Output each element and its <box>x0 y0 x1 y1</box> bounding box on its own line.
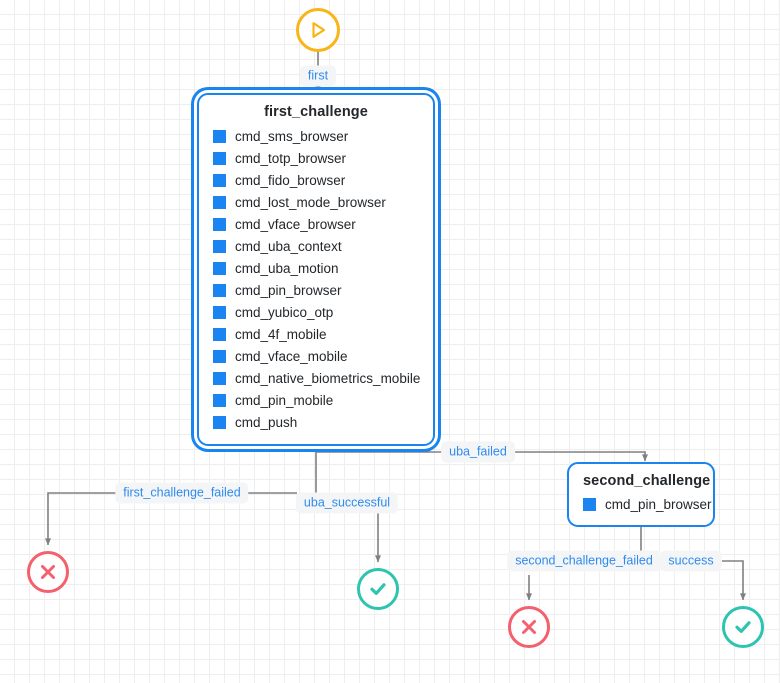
command-chip-icon <box>213 327 226 341</box>
command-item[interactable]: cmd_vface_browser <box>213 213 419 235</box>
command-chip-icon <box>213 129 226 143</box>
edge-success <box>722 560 746 601</box>
command-item[interactable]: cmd_lost_mode_browser <box>213 191 419 213</box>
node-first-challenge-command-list: cmd_sms_browser cmd_totp_browser cmd_fid… <box>213 125 421 433</box>
command-label: cmd_pin_browser <box>605 496 712 512</box>
command-label: cmd_vface_mobile <box>235 348 348 364</box>
command-item[interactable]: cmd_push <box>213 411 419 433</box>
command-label: cmd_fido_browser <box>235 172 346 188</box>
command-item[interactable]: cmd_4f_mobile <box>213 323 419 345</box>
command-label: cmd_uba_context <box>235 238 342 254</box>
start-node[interactable] <box>296 8 340 52</box>
command-item[interactable]: cmd_sms_browser <box>213 125 419 147</box>
command-item[interactable]: cmd_uba_context <box>213 235 419 257</box>
command-chip-icon <box>213 283 226 297</box>
node-first-challenge[interactable]: first_challenge cmd_sms_browser cmd_totp… <box>197 93 435 446</box>
play-icon <box>312 22 326 38</box>
command-item[interactable]: cmd_pin_browser <box>583 494 712 514</box>
node-second-challenge-title: second_challenge <box>583 473 711 489</box>
circle-x-icon <box>522 620 536 634</box>
command-chip-icon <box>213 415 226 429</box>
circle-x-icon <box>41 565 55 579</box>
circle-check-icon <box>735 621 751 633</box>
edge-label-first-challenge-failed[interactable]: first_challenge_failed <box>115 482 249 504</box>
command-chip-icon <box>213 261 226 275</box>
command-item[interactable]: cmd_native_biometrics_mobile <box>213 367 421 389</box>
command-item[interactable]: cmd_vface_mobile <box>213 345 419 367</box>
command-label: cmd_vface_browser <box>235 216 356 232</box>
command-label: cmd_push <box>235 414 298 430</box>
command-label: cmd_uba_motion <box>235 260 339 276</box>
command-chip-icon <box>213 217 226 231</box>
command-item[interactable]: cmd_pin_browser <box>213 279 419 301</box>
command-chip-icon <box>213 349 226 363</box>
command-chip-icon <box>213 371 226 385</box>
command-label: cmd_pin_mobile <box>235 392 334 408</box>
command-label: cmd_totp_browser <box>235 150 347 166</box>
end-node-success-right[interactable] <box>722 606 764 648</box>
end-node-fail-right[interactable] <box>508 606 550 648</box>
command-item[interactable]: cmd_yubico_otp <box>213 301 419 323</box>
edge-label-uba-failed[interactable]: uba_failed <box>441 441 515 463</box>
command-label: cmd_sms_browser <box>235 128 349 144</box>
command-label: cmd_4f_mobile <box>235 326 327 342</box>
command-label: cmd_native_biometrics_mobile <box>235 370 421 386</box>
command-chip-icon <box>213 195 226 209</box>
command-chip-icon <box>583 497 596 511</box>
circle-check-icon <box>370 583 386 595</box>
edge-label-first[interactable]: first <box>299 65 337 87</box>
command-item[interactable]: cmd_totp_browser <box>213 147 419 169</box>
node-second-challenge-command-list: cmd_pin_browser <box>583 494 712 514</box>
command-label: cmd_lost_mode_browser <box>235 194 386 210</box>
command-chip-icon <box>213 151 226 165</box>
edge-label-success[interactable]: success <box>660 550 722 572</box>
edge-first-challenge-failed-left <box>44 492 120 546</box>
command-chip-icon <box>213 393 226 407</box>
command-chip-icon <box>213 173 226 187</box>
command-chip-icon <box>213 305 226 319</box>
command-label: cmd_pin_browser <box>235 282 342 298</box>
edge-label-uba-successful[interactable]: uba_successful <box>295 492 399 514</box>
node-first-challenge-title: first_challenge <box>264 104 368 120</box>
end-node-fail-left[interactable] <box>27 551 69 593</box>
edge-label-second-challenge-failed[interactable]: second_challenge_failed <box>507 550 661 572</box>
command-item[interactable]: cmd_fido_browser <box>213 169 419 191</box>
command-item[interactable]: cmd_pin_mobile <box>213 389 419 411</box>
command-chip-icon <box>213 239 226 253</box>
command-item[interactable]: cmd_uba_motion <box>213 257 419 279</box>
end-node-success-mid[interactable] <box>357 568 399 610</box>
node-second-challenge[interactable]: second_challenge cmd_pin_browser <box>567 462 715 527</box>
command-label: cmd_yubico_otp <box>235 304 334 320</box>
